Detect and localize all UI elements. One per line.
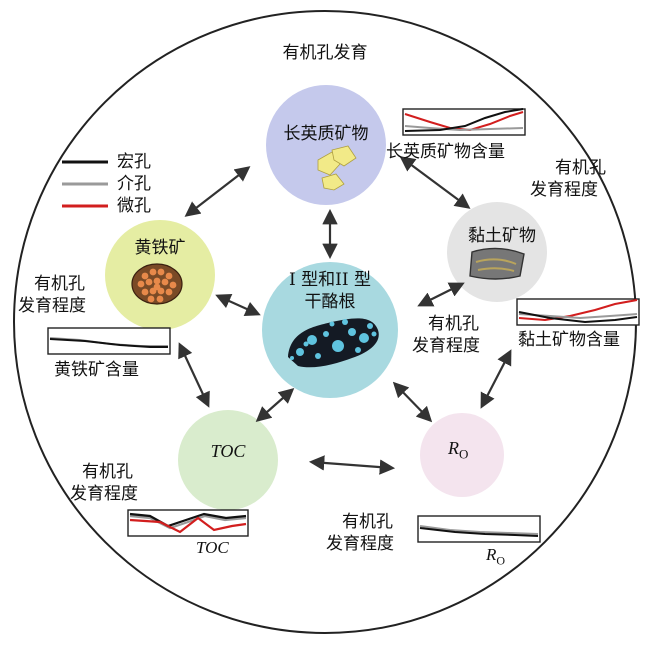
arrow-pyrite-quartz <box>184 166 251 217</box>
toc-axis-label: TOC <box>196 538 229 557</box>
clay-mineral-shape <box>469 247 525 280</box>
mini-chart-pyrite <box>47 327 171 355</box>
toc-node <box>178 410 278 510</box>
toc-node-label: TOC <box>210 441 246 461</box>
quartz-content-label: 长英质矿物含量 <box>386 142 505 162</box>
pore-dev-pyrite-2: 发育程度 <box>18 296 86 316</box>
legend-label-meso: 介孔 <box>117 174 151 194</box>
legend-label-micro: 微孔 <box>117 196 151 216</box>
ro-axis-label-main: R <box>486 545 497 564</box>
clay-content-label: 黏土矿物含量 <box>518 330 620 350</box>
arrow-kerogen-ro <box>392 381 433 423</box>
pore-dev-ro-1: 有机孔 <box>342 512 393 532</box>
pore-dev-kerogen-2: 发育程度 <box>412 336 480 356</box>
arrow-kerogen-toc <box>255 387 295 423</box>
mini-chart-toc <box>127 509 249 537</box>
quartz-node <box>266 85 386 205</box>
toc-meso-curve <box>129 514 247 530</box>
arrow-pyrite-toc <box>178 342 210 408</box>
arrow-clay-ro <box>480 349 512 409</box>
toc-micro-curve <box>129 516 247 534</box>
legend-swatches <box>62 160 108 208</box>
arrow-quartz-clay <box>399 156 471 209</box>
quartz-grains <box>317 145 357 191</box>
relation-arrows <box>178 156 512 475</box>
legend-label-macro: 宏孔 <box>117 152 151 172</box>
ro-node-label-main: R <box>448 438 459 458</box>
kerogen-node-label-2: 干酪根 <box>304 292 356 312</box>
ro-meso-curve <box>419 525 539 535</box>
mini-chart-quartz <box>402 108 526 136</box>
mini-chart-ro <box>417 515 541 543</box>
pyrite-node-label: 黄铁矿 <box>134 238 186 258</box>
quartz-node-label: 长英质矿物 <box>283 124 369 144</box>
quartz-meso-curve <box>404 125 524 132</box>
quartz-macro-curve <box>404 108 524 132</box>
ro-axis-label: RO <box>486 545 505 570</box>
kerogen-node-label-1: I 型和II 型 <box>289 270 371 290</box>
clay-macro-curve <box>518 311 638 324</box>
pore-dev-ro-2: 发育程度 <box>326 534 394 554</box>
pore-dev-toc-1: 有机孔 <box>82 462 133 482</box>
clay-node-label: 黏土矿物 <box>468 226 536 246</box>
pore-dev-kerogen-1: 有机孔 <box>428 314 479 334</box>
clay-micro-curve <box>518 299 638 322</box>
pore-dev-toc-2: 发育程度 <box>70 484 138 504</box>
ro-node-label: RO <box>448 438 468 465</box>
pyrite-framboid <box>131 263 183 305</box>
pyrite-content-label: 黄铁矿含量 <box>54 360 139 380</box>
pore-dev-pyrite-1: 有机孔 <box>34 274 85 294</box>
arrow-pyrite-kerogen <box>215 294 261 316</box>
pore-dev-quartz-2: 发育程度 <box>530 180 598 200</box>
mini-chart-clay <box>516 298 640 326</box>
arrow-clay-kerogen <box>417 282 465 307</box>
ro-node <box>420 413 504 497</box>
arrow-toc-ro <box>308 455 396 475</box>
toc-macro-curve <box>129 512 247 528</box>
ro-macro-curve <box>419 527 539 537</box>
pyrite-macro-curve <box>49 338 168 348</box>
ro-node-label-sub: O <box>459 446 469 462</box>
diagram-title: 有机孔发育 <box>282 43 368 63</box>
pore-dev-quartz-1: 有机孔 <box>555 158 606 178</box>
ro-axis-label-sub: O <box>496 553 506 568</box>
kerogen-particle <box>288 318 379 368</box>
